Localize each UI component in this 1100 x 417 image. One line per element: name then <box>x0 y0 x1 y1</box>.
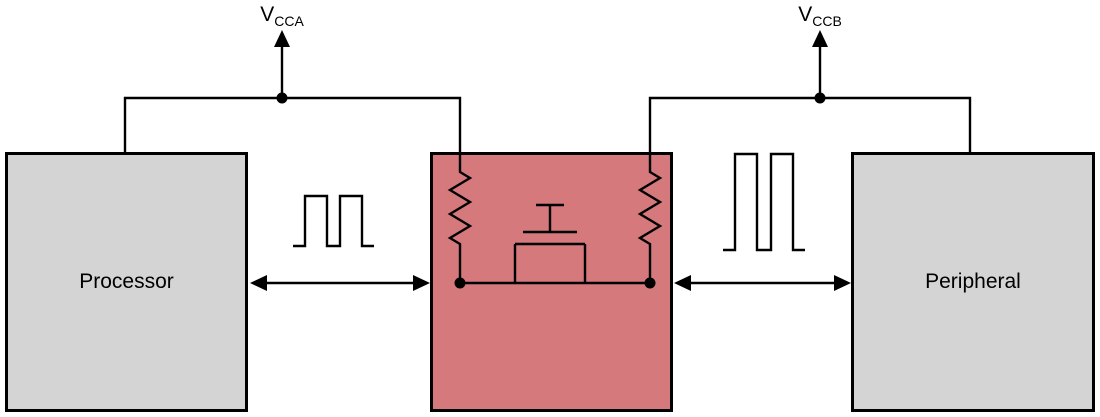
vccb-arrowhead-icon <box>812 30 828 47</box>
processor-block: Processor <box>5 152 248 412</box>
vccb-rail-wire <box>648 96 972 153</box>
data-line-left-arrowhead-left-icon <box>250 275 267 291</box>
data-line-left-arrowhead-right-icon <box>413 275 430 291</box>
vcca-base: V <box>260 3 275 26</box>
data-line-right-arrowhead-left-icon <box>674 275 691 291</box>
vcca-label: VCCA <box>242 3 322 29</box>
vcca-arrowhead-icon <box>274 30 290 47</box>
peripheral-block: Peripheral <box>851 152 1095 412</box>
processor-label: Processor <box>79 270 174 293</box>
vcca-rail-wire <box>123 96 462 153</box>
vccb-junction-dot <box>814 92 826 104</box>
vcca-junction-dot <box>276 92 288 104</box>
level-shifter-block <box>430 152 673 412</box>
waveform-left-icon <box>293 194 374 248</box>
vcca-subscript: CCA <box>274 13 304 30</box>
vccb-label: VCCB <box>780 3 860 29</box>
vccb-base: V <box>798 3 813 26</box>
vccb-subscript: CCB <box>812 13 842 30</box>
peripheral-label: Peripheral <box>925 270 1021 293</box>
waveform-right-icon <box>723 152 805 252</box>
data-line-right-arrowhead-right-icon <box>834 275 851 291</box>
